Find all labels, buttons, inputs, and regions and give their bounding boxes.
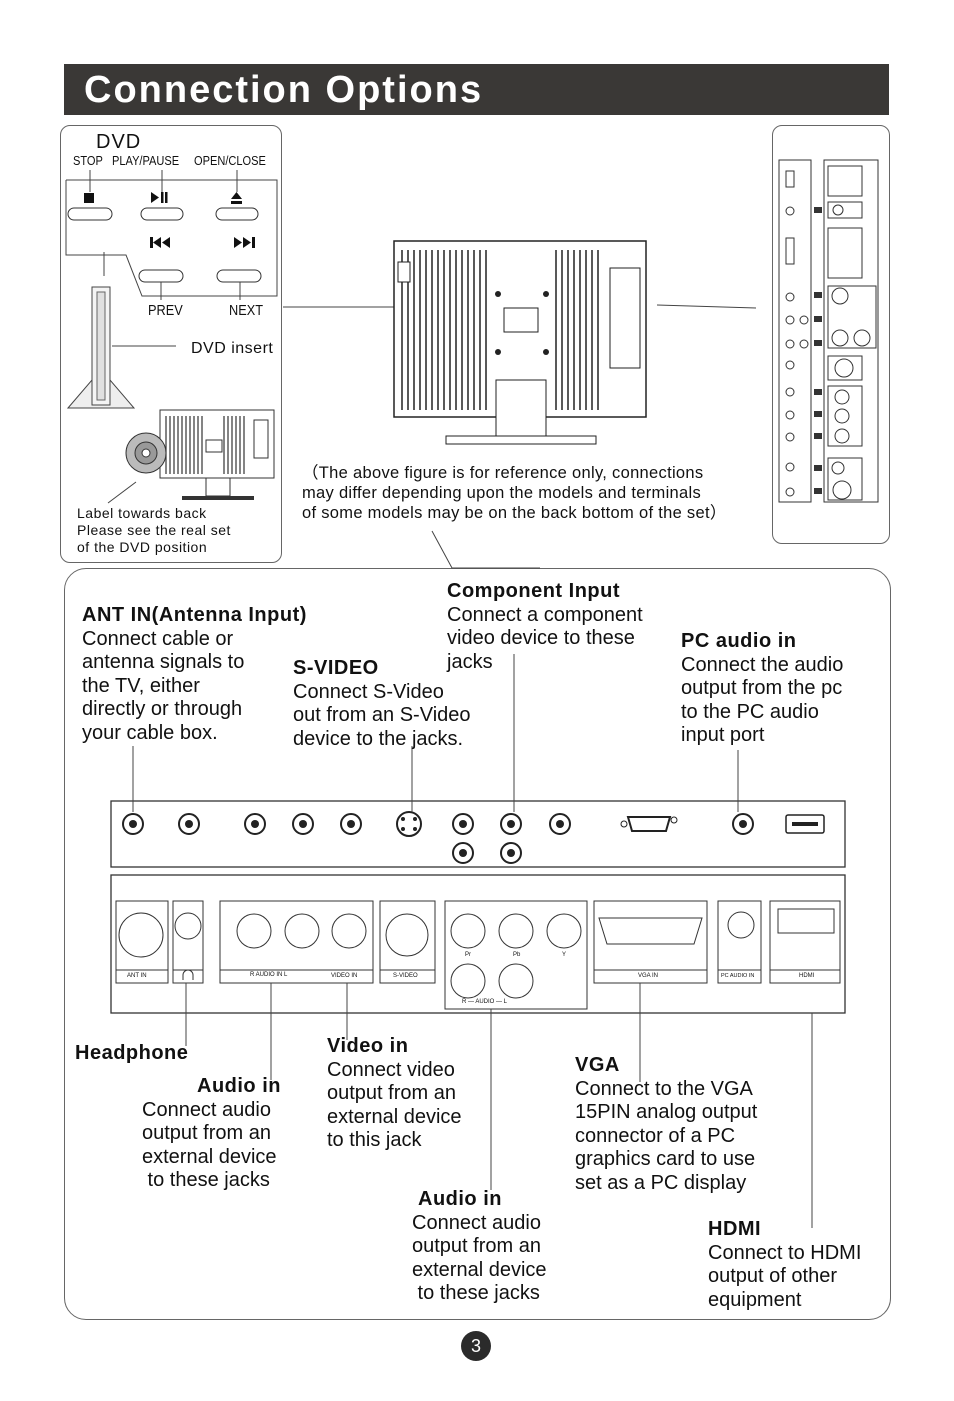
stop-label: STOP <box>73 153 103 168</box>
callout-hdmi: HDMI Connect to HDMI output of other equ… <box>708 1218 861 1312</box>
callout-line: external device <box>412 1258 547 1281</box>
callout-audio-in-1: Audio in Connect audio output from an ex… <box>142 1075 281 1193</box>
dvd-note-line: of the DVD position <box>77 539 208 555</box>
callout-line: Connect the audio <box>681 653 844 676</box>
callout-line: output of other <box>708 1265 837 1288</box>
callout-title: Headphone <box>75 1042 189 1064</box>
callout-line: directly or through <box>82 698 243 721</box>
callout-title: PC audio in <box>681 630 797 652</box>
callout-video-in: Video in Connect video output from an ex… <box>327 1035 462 1153</box>
callout-title: ANT IN(Antenna Input) <box>82 604 307 626</box>
pc-audio-in-panel-label: PC AUDIO IN <box>721 973 755 979</box>
dvd-insert-label: DVD insert <box>191 340 274 357</box>
callout-title: S-VIDEO <box>293 657 379 679</box>
previous-icon <box>150 237 170 248</box>
dvd-note-line: Label towards back <box>77 505 207 521</box>
component-y-label: Y <box>562 952 567 958</box>
component-pr-label: Pr <box>465 952 471 958</box>
callout-line: external device <box>142 1145 277 1168</box>
reference-note-line: （The above figure is for reference only,… <box>302 464 704 482</box>
callout-line: antenna signals to <box>82 651 245 674</box>
callout-line: the TV, either <box>82 674 200 697</box>
component-pb-label: Pb <box>513 952 521 958</box>
page-number: 3 <box>461 1331 491 1361</box>
callout-line: input port <box>681 724 765 747</box>
callout-line: output from an <box>142 1122 271 1145</box>
callout-line: Connect to HDMI <box>708 1241 862 1264</box>
callout-title: Audio in <box>418 1188 502 1210</box>
callout-line: output from an <box>327 1082 456 1105</box>
side-jack-panel <box>772 125 890 544</box>
component-audio-label: R — AUDIO — L <box>462 999 508 1005</box>
callout-line: external device <box>327 1105 462 1128</box>
callout-headphone: Headphone <box>75 1042 188 1066</box>
callout-line: jacks <box>447 650 493 673</box>
callout-line: Connect video <box>327 1058 455 1081</box>
callout-line: to the PC audio <box>681 700 819 723</box>
reference-note-line: may differ depending upon the models and… <box>302 484 702 502</box>
callout-line: Connect to the VGA <box>575 1077 753 1100</box>
callout-line: connector of a PC <box>575 1124 736 1147</box>
ant-in-panel-label: ANT IN <box>127 973 147 979</box>
callout-line: 15PIN analog output <box>575 1101 758 1124</box>
callout-title: HDMI <box>708 1218 762 1240</box>
callout-line: equipment <box>708 1288 802 1311</box>
callout-line: to this jack <box>327 1129 422 1152</box>
callout-title: Component Input <box>447 580 621 602</box>
callout-line: device to the jacks. <box>293 727 464 750</box>
open-close-label: OPEN/CLOSE <box>194 153 266 168</box>
page-title: Connection Options <box>84 69 484 111</box>
dvd-note-line: Please see the real set <box>77 522 231 538</box>
stop-icon <box>84 193 94 203</box>
vga-in-panel-label: VGA IN <box>638 973 659 979</box>
reference-note-line: of some models may be on the back bottom… <box>302 504 727 522</box>
callout-line: Connect audio <box>412 1211 541 1234</box>
callout-line: Connect audio <box>142 1098 271 1121</box>
callout-title: Video in <box>327 1035 409 1057</box>
callout-line: to these jacks <box>142 1169 270 1192</box>
eject-icon <box>231 192 242 204</box>
play-pause-icon <box>151 192 168 203</box>
headphone-icon <box>182 969 194 980</box>
audio-in-panel-label: R AUDIO IN L <box>250 972 288 978</box>
title-bar <box>64 64 889 115</box>
callout-audio-in-2: Audio in Connect audio output from an ex… <box>412 1188 547 1306</box>
callout-line: Connect a component <box>447 603 643 626</box>
prev-label: PREV <box>148 302 183 319</box>
callout-line: output from the pc <box>681 677 843 700</box>
dvd-panel <box>60 125 282 563</box>
video-in-panel-label: VIDEO IN <box>331 973 358 979</box>
callout-line: output from an <box>412 1235 541 1258</box>
callout-line: Connect cable or <box>82 627 234 650</box>
callout-s-video: S-VIDEO Connect S-Video out from an S-Vi… <box>293 657 471 751</box>
callout-component: Component Input Connect a component vide… <box>447 580 643 674</box>
callout-line: graphics card to use <box>575 1148 756 1171</box>
hdmi-panel-label: HDMI <box>799 973 815 979</box>
callout-line: Connect S-Video <box>293 680 444 703</box>
dvd-heading: DVD <box>96 131 142 153</box>
s-video-panel-label: S-VIDEO <box>393 973 418 979</box>
callout-line: to these jacks <box>412 1282 540 1305</box>
callout-title: VGA <box>575 1054 620 1076</box>
next-icon <box>234 237 255 248</box>
callout-line: out from an S-Video <box>293 704 471 727</box>
callout-line: set as a PC display <box>575 1171 747 1194</box>
callout-title: Audio in <box>197 1075 281 1097</box>
dvd-disc-icon <box>125 432 167 474</box>
callout-ant-in: ANT IN(Antenna Input) Connect cable or a… <box>82 604 307 746</box>
next-label: NEXT <box>229 302 264 319</box>
play-pause-label: PLAY/PAUSE <box>112 153 180 168</box>
callout-line: your cable box. <box>82 721 218 744</box>
callout-vga: VGA Connect to the VGA 15PIN analog outp… <box>575 1054 757 1196</box>
callout-line: video device to these <box>447 627 635 650</box>
callout-pc-audio: PC audio in Connect the audio output fro… <box>681 630 843 748</box>
